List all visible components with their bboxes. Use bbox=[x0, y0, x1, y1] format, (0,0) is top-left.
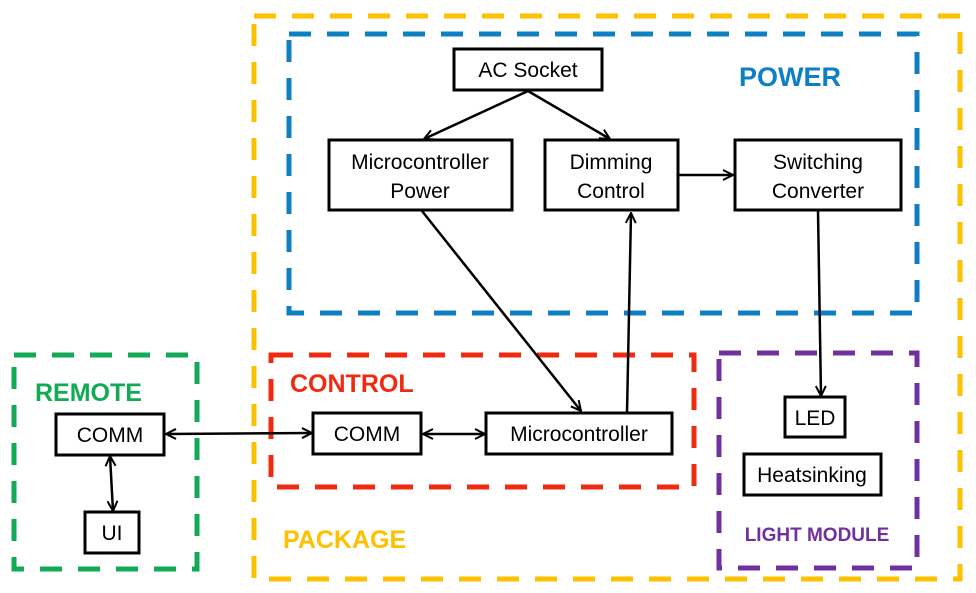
node-ui: UI bbox=[83, 510, 141, 555]
node-led-label: LED bbox=[795, 407, 836, 430]
node-microcontroller-label: Microcontroller bbox=[510, 423, 648, 446]
node-microcontroller-power: Microcontroller Power bbox=[327, 138, 514, 212]
edge-ac-to-dimming bbox=[527, 89, 610, 139]
node-switching-label-2: Converter bbox=[772, 180, 864, 203]
edge-ac-to-mcu-power bbox=[424, 89, 529, 139]
power-group-label: POWER bbox=[739, 62, 841, 92]
light-module-group-border bbox=[716, 350, 920, 571]
node-led: LED bbox=[783, 395, 847, 439]
package-group-border bbox=[251, 13, 963, 582]
control-group-label: CONTROL bbox=[290, 370, 414, 398]
node-ac-socket: AC Socket bbox=[452, 47, 604, 92]
node-dimming-control: Dimming Control bbox=[543, 138, 680, 212]
node-remote-comm-label: COMM bbox=[77, 424, 144, 447]
node-ui-label: UI bbox=[102, 522, 123, 545]
power-group-border bbox=[286, 31, 920, 316]
remote-group-border bbox=[11, 352, 200, 572]
edge-remote-comm-ui bbox=[110, 456, 113, 511]
light-module-group-label: LIGHT MODULE bbox=[745, 525, 890, 546]
node-dimming-label-2: Control bbox=[577, 180, 645, 203]
edge-switching-to-led bbox=[818, 210, 821, 396]
edge-remote-comm-control-comm bbox=[166, 433, 312, 434]
node-switching-converter: Switching Converter bbox=[733, 138, 903, 212]
edge-microcontroller-to-dimming bbox=[627, 213, 631, 414]
node-heatsinking: Heatsinking bbox=[742, 452, 883, 497]
node-mcu-power-label-2: Power bbox=[390, 180, 450, 203]
node-remote-comm: COMM bbox=[54, 412, 166, 457]
node-control-comm: COMM bbox=[311, 411, 423, 456]
package-group-label: PACKAGE bbox=[283, 526, 406, 554]
node-switching-label-1: Switching bbox=[773, 151, 863, 174]
node-dimming-label-1: Dimming bbox=[570, 151, 653, 174]
node-control-comm-label: COMM bbox=[334, 423, 401, 446]
control-group-border bbox=[268, 352, 697, 490]
edge-mcu-power-to-microcontroller bbox=[421, 210, 581, 411]
node-heatsinking-label: Heatsinking bbox=[757, 464, 867, 487]
remote-group-label: REMOTE bbox=[35, 379, 142, 407]
node-microcontroller: Microcontroller bbox=[484, 411, 674, 456]
node-mcu-power-label-1: Microcontroller bbox=[351, 151, 489, 174]
node-ac-socket-label: AC Socket bbox=[478, 59, 577, 82]
